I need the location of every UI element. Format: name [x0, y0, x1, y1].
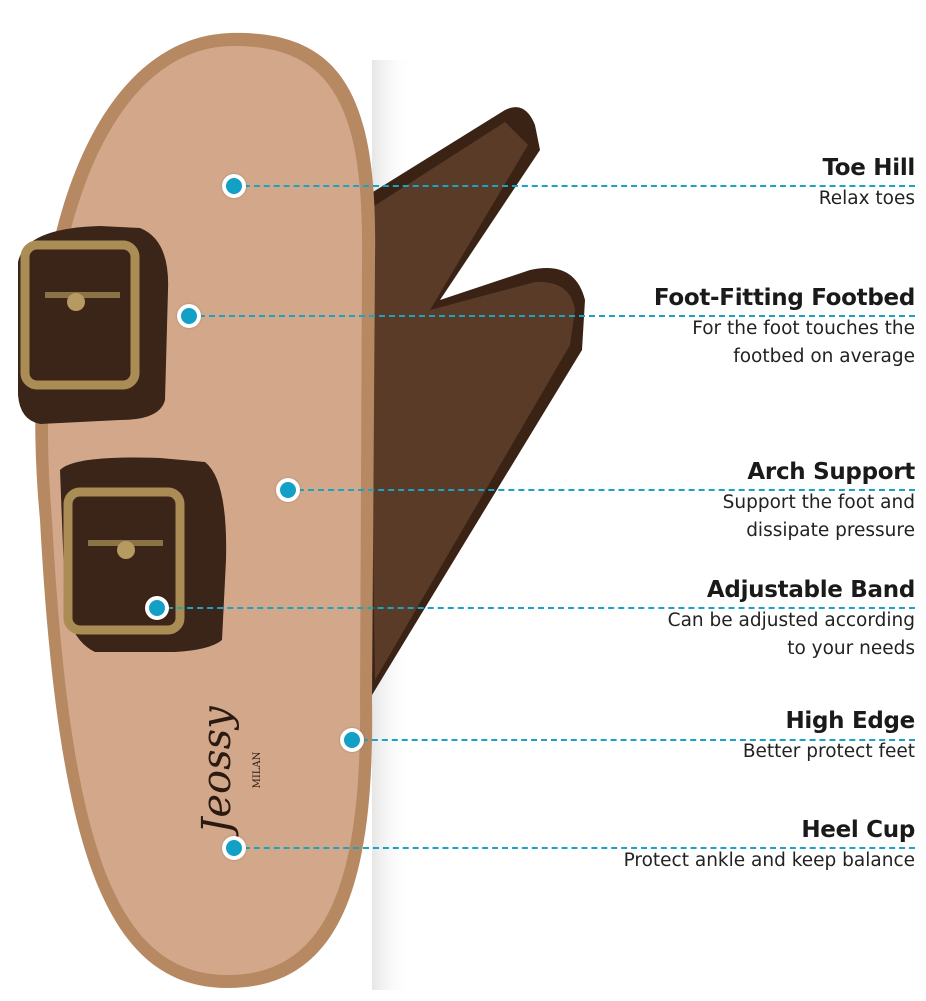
callout-desc: Better protect feet — [742, 741, 915, 762]
callout-adjustable-band: Adjustable Band Can be adjusted accordin… — [667, 575, 916, 663]
callout-toe-hill: Toe Hill Relax toes — [818, 153, 916, 213]
callout-footbed: Foot-Fitting Footbed For the foot touche… — [654, 283, 915, 371]
buckle-rear — [63, 487, 185, 635]
leader-line-band — [157, 607, 915, 609]
callout-desc: Relax toes — [818, 188, 915, 209]
brand-logo: Jeossy MILAN — [194, 705, 263, 841]
callout-title: Heel Cup — [801, 817, 915, 843]
callout-title: Adjustable Band — [706, 577, 915, 603]
buckle-front — [20, 240, 140, 390]
callout-desc: Protect ankle and keep balance — [623, 850, 915, 871]
marker-dot-band — [145, 596, 169, 620]
marker-dot-arch — [276, 478, 300, 502]
callout-high-edge: High Edge Better protect feet — [743, 706, 915, 766]
callout-title: Arch Support — [747, 459, 915, 485]
marker-dot-edge — [340, 728, 364, 752]
svg-text:Jeossy: Jeossy — [194, 705, 240, 841]
leader-line-edge — [352, 739, 915, 741]
leader-line-heel — [234, 847, 915, 849]
leader-line-footbed — [189, 315, 915, 317]
svg-text:MILAN: MILAN — [252, 751, 263, 788]
callout-title: Toe Hill — [822, 155, 915, 181]
marker-dot-footbed — [177, 304, 201, 328]
marker-dot-toe-hill — [222, 174, 246, 198]
strap-front — [18, 226, 169, 424]
leader-line-arch — [288, 489, 915, 491]
leader-line-toe-hill — [234, 185, 915, 187]
callout-title: High Edge — [785, 708, 915, 734]
callout-title: Foot-Fitting Footbed — [653, 285, 915, 311]
callout-heel-cup: Heel Cup Protect ankle and keep balance — [623, 815, 916, 875]
marker-dot-heel — [222, 836, 246, 860]
strap-rear — [60, 457, 227, 652]
